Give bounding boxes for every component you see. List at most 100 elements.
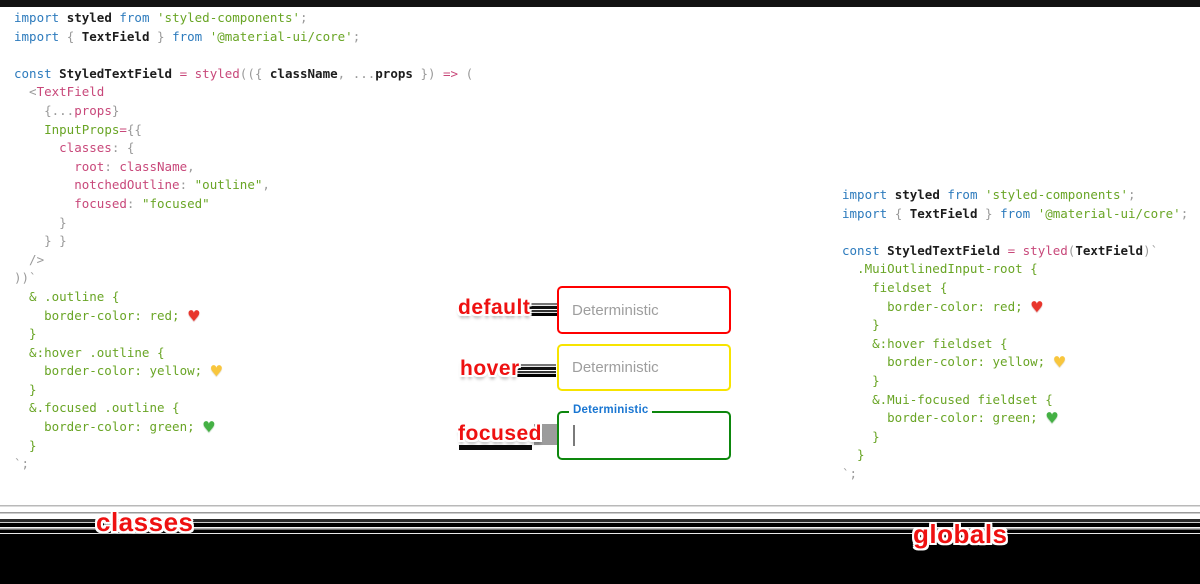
code-token: "outline" [194,177,263,193]
code-token: ; [1180,205,1189,221]
textfield-hover[interactable] [557,344,731,391]
code-line: } [14,214,473,233]
code-token: border-color: green; [14,419,203,435]
green-heart-icon: ♥ [1045,409,1059,428]
code-line: ))` [14,269,473,288]
code-token: `; [14,456,30,472]
code-token: : [104,158,120,174]
top-transition-stripe [0,0,1200,7]
code-token: &:hover fieldset { [842,335,1008,351]
code-token [14,159,74,174]
red-heart-icon: ♥ [1030,297,1044,316]
code-token [14,122,44,137]
code-token: } [149,28,173,44]
code-token: InputProps [44,121,120,137]
code-token: ; [352,28,361,44]
code-token: root [74,158,105,174]
code-token: => [443,65,466,81]
code-token: border-color: red; [842,298,1031,314]
code-token: props [375,65,413,81]
code-line: } [842,372,1188,391]
code-token: TextField [909,205,978,221]
code-token: , ... [337,65,376,81]
code-token: 'styled-components' [157,10,301,25]
code-token: className [119,158,188,174]
code-line: border-color: yellow; ♥ [842,353,1188,372]
code-line: } [842,446,1188,465]
code-line: &:hover fieldset { [842,335,1188,354]
red-heart-icon: ♥ [187,306,201,325]
focused-state-label: focused [458,422,543,445]
code-token: : [126,195,142,211]
code-token: fieldset { [842,279,948,295]
code-line: } [842,316,1188,335]
focused-textfield-input[interactable] [579,413,724,458]
yellow-heart-icon: ♥ [209,362,224,381]
code-token: &.focused .outline { [14,400,180,416]
code-line: } [14,325,473,344]
code-token: } } [14,233,67,249]
code-token: '@material-ui/core' [209,28,353,44]
code-token: { [894,205,910,221]
code-line: &:hover .outline { [14,344,473,363]
left-code-block: import styled from 'styled-components';i… [14,9,473,474]
code-token: import [14,10,67,25]
code-token: = [179,65,195,81]
code-line: & .outline { [14,288,473,307]
code-token [14,140,59,155]
code-token: = [1007,242,1023,258]
code-line: border-color: red; ♥ [14,307,473,326]
code-token: 'styled-components' [985,187,1129,202]
code-token: '@material-ui/core' [1037,205,1181,221]
code-token: "focused" [141,195,210,211]
code-token: : [179,177,195,193]
textfield-default[interactable] [557,286,731,334]
code-line: const StyledTextField = styled(({ classN… [14,65,473,84]
code-line: } [842,428,1188,447]
code-token: } [842,317,880,333]
code-token: &:hover .outline { [14,344,165,360]
code-token: , [187,158,195,174]
default-textfield-input[interactable] [572,288,717,332]
bottom-black-band [0,543,1200,584]
code-token: & .outline { [14,288,120,304]
code-line: /> [14,251,473,270]
code-token: props [74,102,112,118]
code-token: } [977,205,1001,221]
code-token: }) [412,65,444,81]
code-token: , [262,177,270,193]
code-token: TextField [81,28,150,44]
code-token: {... [14,102,75,118]
hover-textfield-input[interactable] [572,346,717,389]
code-line: const StyledTextField = styled(TextField… [842,242,1188,261]
green-heart-icon: ♥ [202,418,216,437]
code-line: &.Mui-focused fieldset { [842,391,1188,410]
code-token: import [14,28,67,44]
code-line: import { TextField } from '@material-ui/… [14,28,473,47]
code-line: } [14,437,473,456]
code-token: } [111,102,120,118]
code-token: styled [194,65,240,81]
code-line: <TextField [14,83,473,102]
text-caret [573,425,575,446]
code-line: `; [842,465,1188,484]
code-token: border-color: red; [14,307,188,323]
code-line: InputProps={{ [14,121,473,140]
code-token: border-color: yellow; [14,363,210,379]
code-token: StyledTextField [887,242,1008,258]
code-token: focused [74,195,127,211]
code-line: } [14,381,473,400]
code-token: &.Mui-focused fieldset { [842,391,1053,407]
globals-section-label: globals [913,519,1008,549]
hover-state-label: hover [460,357,520,380]
code-token: )` [1143,242,1159,258]
code-token: TextField [36,84,105,100]
code-line [842,223,1188,242]
code-token: const [14,65,60,81]
code-line: focused: "focused" [14,195,473,214]
code-line: border-color: red; ♥ [842,298,1188,317]
code-token: .MuiOutlinedInput-root { [842,261,1038,277]
code-token: from [172,28,210,44]
textfield-focused[interactable]: Deterministic [557,404,731,460]
code-token: from [947,187,986,202]
